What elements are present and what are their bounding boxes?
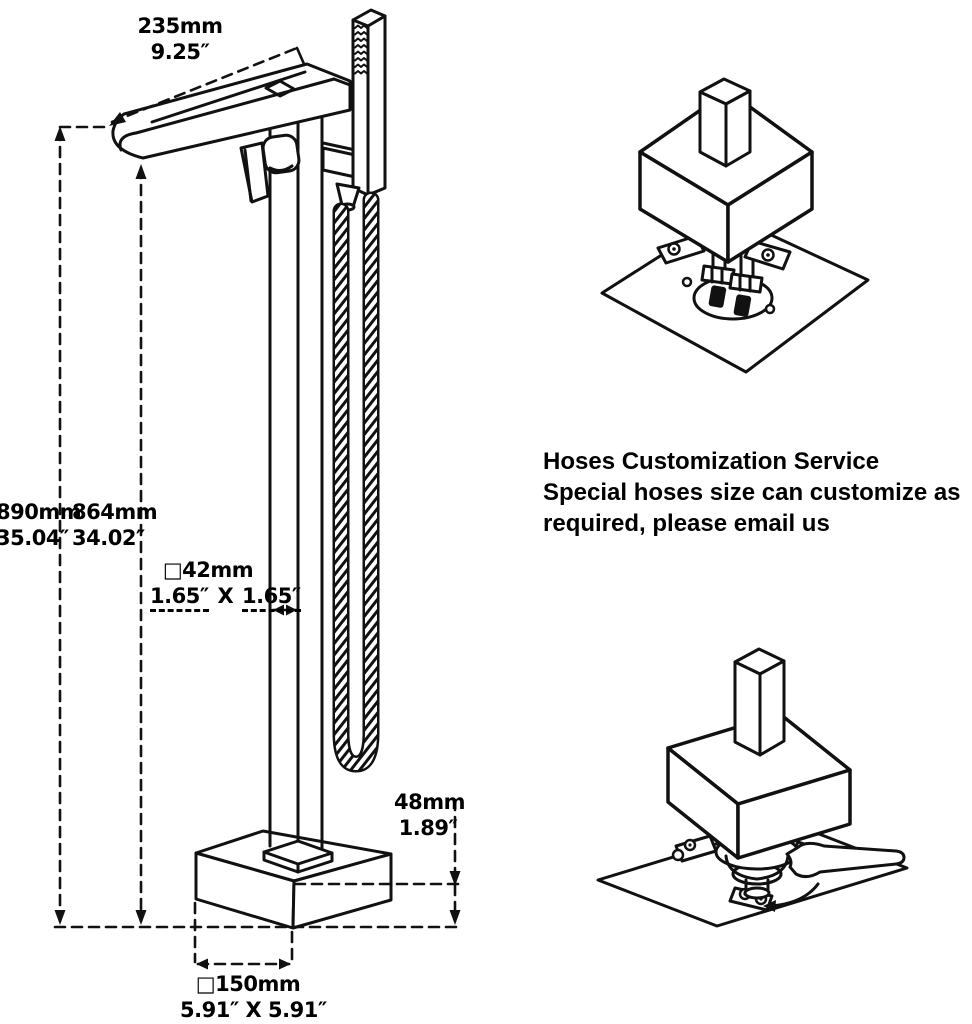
note-line-2: Special hoses size can customize as [543,479,961,506]
dimension-base-height-imperial: 1.89″ [398,815,458,840]
dimension-column-section-imperial-right: 1.65″ [242,584,301,613]
column-stub [733,647,786,757]
dimension-spout-reach-imperial: 9.25″ [150,39,210,64]
hoses-customization-note: Hoses Customization Service Special hose… [543,446,961,539]
dimension-base-footprint-imperial: 5.91″ X 5.91″ [180,997,327,1022]
dimension-spout-height-imperial: 34.02″ [72,525,145,550]
waterfall-spout [111,62,352,160]
dimension-column-section-metric: □42mm [162,558,254,582]
rotation-arrow-icon [763,882,820,912]
dimension-overall-height: 890mm 35.04″ [0,500,82,551]
note-line-3: required, please email us [543,510,830,537]
dimension-spout-reach: 235mm 9.25″ [118,14,242,65]
hand-shower [351,8,387,197]
column-stub [698,77,752,168]
dimension-lines [53,46,464,970]
dimension-base-footprint: □150mm 5.91″ X 5.91″ [180,972,327,1023]
base-collar [262,839,334,874]
dimension-arrows [54,112,461,970]
installation-illustration-tighten [596,647,909,928]
dimension-column-section-separator: X [217,583,234,608]
dimension-overall-height-imperial: 35.04″ [0,525,69,550]
floor-mounting-hardware [656,234,792,321]
faucet-column [268,106,324,854]
note-line-1: Hoses Customization Service [543,448,880,475]
shower-hose [332,191,380,773]
faucet-drawing [111,8,393,930]
dimension-base-height-metric: 48mm [394,790,466,814]
wrench-icon [785,841,906,879]
dimension-column-section-imperial-left: 1.65″ [150,584,209,613]
dimension-spout-height: 864mm 34.02″ [72,500,158,551]
dimension-spout-reach-metric: 235mm [137,14,223,38]
dimension-column-section: □42mm 1.65″ X 1.65″ [148,558,301,613]
dimension-column-section-imperial: 1.65″ X 1.65″ [148,583,301,613]
dimension-spout-height-metric: 864mm [72,500,158,524]
dimension-base-height: 48mm 1.89″ [394,790,466,841]
lever-handle [239,133,301,204]
installation-illustration-lifted [600,77,870,374]
dimension-base-footprint-metric: □150mm [195,972,301,996]
dimension-overall-height-metric: 890mm [0,500,82,524]
